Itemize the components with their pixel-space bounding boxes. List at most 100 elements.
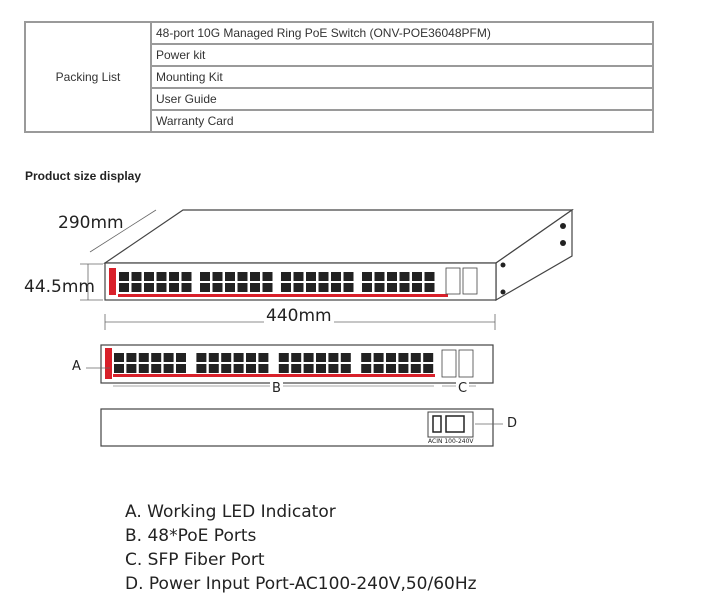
poe-port [126, 353, 137, 362]
poe-port [303, 353, 314, 362]
poe-port [423, 364, 434, 373]
poe-port [258, 353, 269, 362]
poe-port [361, 353, 372, 362]
poe-ports [119, 272, 435, 292]
poe-port [169, 272, 179, 281]
onv-logo-mark [109, 268, 116, 295]
poe-port [181, 272, 192, 281]
poe-port [169, 283, 179, 292]
poe-port [410, 353, 421, 362]
product-size-title: Product size display [25, 169, 142, 183]
poe-port [340, 364, 351, 373]
poe-port [423, 353, 434, 362]
poe-port [151, 364, 162, 373]
height-dimension: 44.5mm [24, 277, 95, 297]
poe-port [181, 283, 192, 292]
poe-port [362, 283, 372, 292]
poe-port [331, 272, 341, 281]
power-switch-icon [432, 415, 442, 433]
poe-port [250, 272, 260, 281]
poe-port [138, 353, 149, 362]
poe-port [176, 364, 186, 373]
poe-port [293, 283, 304, 292]
poe-port [412, 272, 422, 281]
poe-port [208, 353, 219, 362]
poe-port [328, 353, 339, 362]
poe-port [328, 364, 339, 373]
chassis-front [104, 262, 497, 301]
poe-port [233, 364, 244, 373]
poe-port [278, 353, 289, 362]
width-dimension: 440mm [264, 306, 334, 326]
poe-port [343, 283, 354, 292]
callout-c: C [456, 381, 470, 396]
poe-port [212, 283, 223, 292]
poe-port [156, 283, 167, 292]
poe-port [318, 283, 329, 292]
callout-d: D [507, 416, 518, 431]
packing-list-label: Packing List [24, 21, 152, 133]
legend-item: B. 48*PoE Ports [125, 526, 257, 546]
poe-port [291, 364, 302, 373]
poe-port [303, 364, 314, 373]
poe-port [176, 353, 186, 362]
poe-port [281, 272, 291, 281]
poe-port [410, 364, 421, 373]
poe-port [131, 272, 142, 281]
poe-port [163, 364, 174, 373]
poe-port [424, 272, 435, 281]
poe-port [237, 272, 248, 281]
packing-item: Power kit [150, 43, 654, 67]
poe-port [144, 272, 154, 281]
poe-port [362, 272, 372, 281]
packing-item: Mounting Kit [150, 65, 654, 89]
poe-port [246, 364, 256, 373]
sfp-port [441, 349, 457, 378]
power-label: ACIN 100-240V [428, 438, 474, 445]
poe-port [306, 283, 316, 292]
legend-item: C. SFP Fiber Port [125, 550, 265, 570]
poe-port [114, 364, 124, 373]
poe-port [361, 364, 372, 373]
poe-port [306, 272, 316, 281]
poe-port [373, 364, 384, 373]
poe-port [281, 283, 291, 292]
poe-port [258, 364, 269, 373]
poe-port [156, 272, 167, 281]
poe-port [291, 353, 302, 362]
poe-port [208, 364, 219, 373]
poe-port [386, 364, 396, 373]
poe-port [221, 353, 232, 362]
poe-port [387, 283, 397, 292]
poe-port [316, 353, 326, 362]
poe-port [225, 272, 235, 281]
poe-port [225, 283, 235, 292]
packing-list-table: Packing List 48-port 10G Managed Ring Po… [24, 21, 654, 133]
poe-port [293, 272, 304, 281]
feature-legend: A. Working LED Indicator B. 48*PoE Ports… [125, 500, 477, 596]
poe-port [246, 353, 256, 362]
poe-port [331, 283, 341, 292]
rear-panel [100, 408, 503, 447]
poe-port [131, 283, 142, 292]
callout-a: A [72, 359, 81, 374]
poe-port [119, 283, 129, 292]
poe-port [373, 353, 384, 362]
poe-port [221, 364, 232, 373]
poe-port [262, 272, 273, 281]
poe-port [399, 283, 410, 292]
poe-port [114, 353, 124, 362]
sfp-port [458, 349, 474, 378]
poe-port [340, 353, 351, 362]
packing-item: User Guide [150, 87, 654, 111]
packing-item: Warranty Card [150, 109, 654, 133]
sfp-port [445, 267, 461, 295]
poe-port [398, 364, 409, 373]
poe-port [278, 364, 289, 373]
poe-port [151, 353, 162, 362]
poe-port [412, 283, 422, 292]
poe-port [374, 272, 385, 281]
poe-port [343, 272, 354, 281]
poe-port [126, 364, 137, 373]
